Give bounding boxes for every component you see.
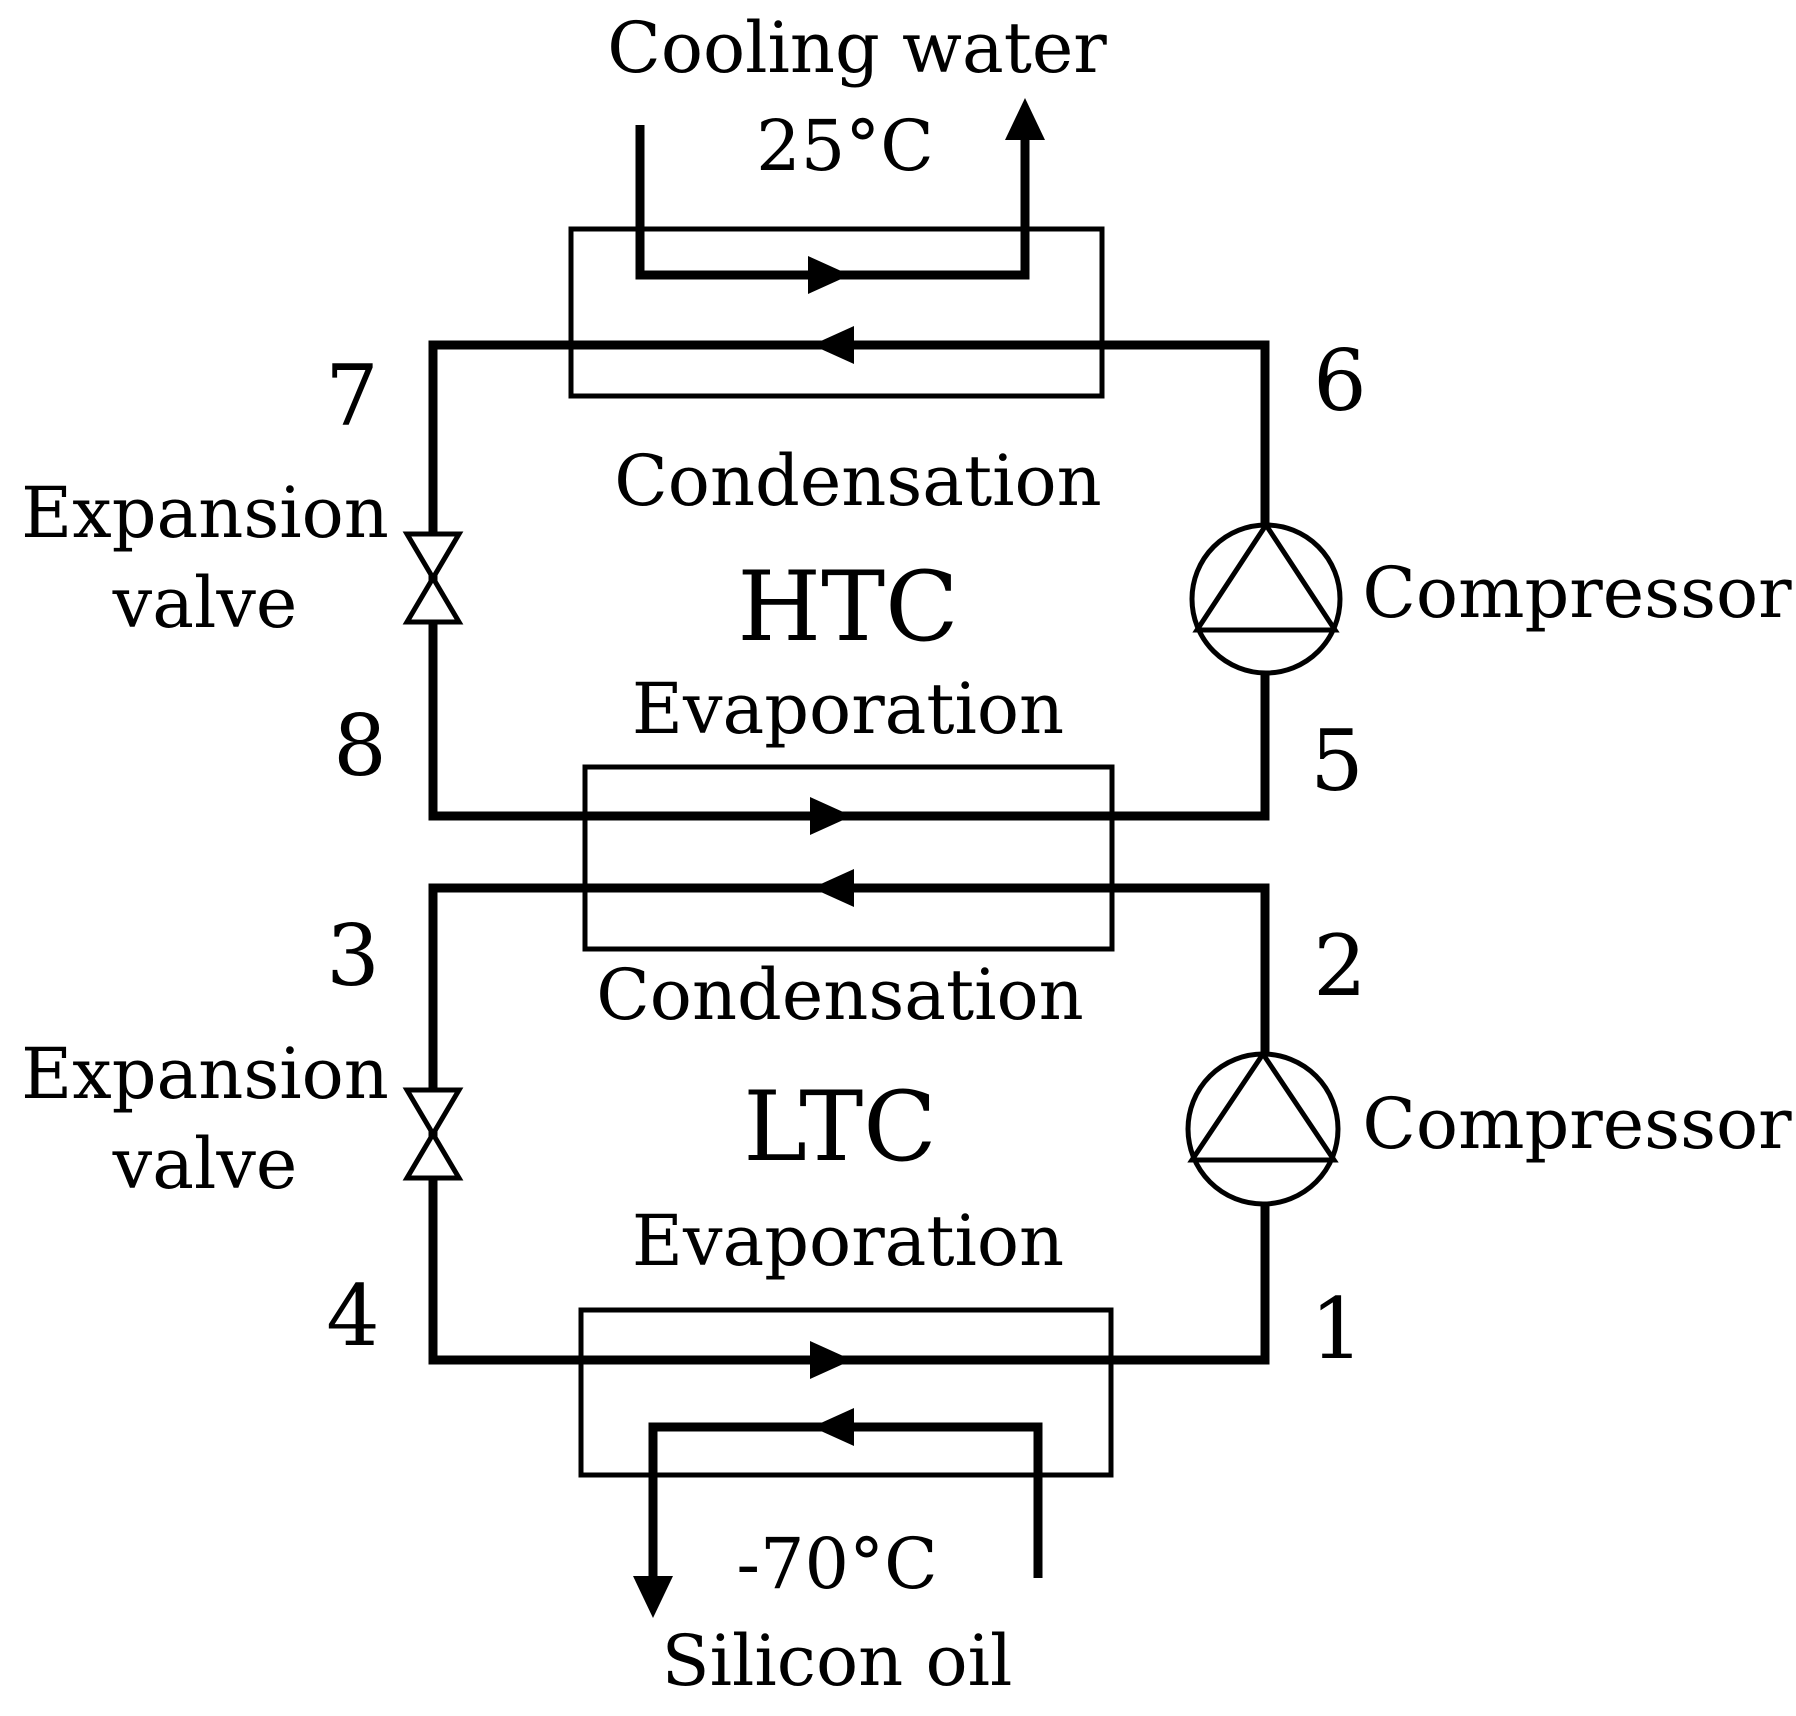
state-point-2: 2	[1313, 917, 1366, 1015]
ltc-evaporation-label: Evaporation	[632, 1200, 1064, 1282]
htc-valve-label-line2: valve	[112, 562, 298, 644]
ltc-condensation-label: Condensation	[596, 954, 1084, 1036]
silicon-oil-flow-arrow	[812, 1408, 854, 1446]
state-point-8: 8	[333, 697, 386, 795]
ltc-compressor-icon	[1185, 1049, 1341, 1207]
state-point-1: 1	[1310, 1280, 1363, 1378]
ltc-condenser-flow-arrow	[812, 869, 854, 907]
htc-valve-label-line1: Expansion	[21, 472, 389, 554]
ltc-evaporator-flow-arrow	[810, 1341, 852, 1379]
ltc-expansion-valve	[402, 1087, 464, 1181]
htc-cycle-label: HTC	[737, 551, 958, 663]
cascade-heat-exchanger	[582, 764, 1115, 952]
cooling-water-outlet-arrow	[1005, 98, 1045, 140]
state-point-7: 7	[325, 347, 378, 445]
state-point-4: 4	[326, 1267, 379, 1365]
htc-expansion-valve	[402, 531, 464, 625]
ltc-compressor-label: Compressor	[1362, 1083, 1792, 1165]
ltc-valve-label-line2: valve	[112, 1123, 298, 1205]
ltc-valve-label-line1: Expansion	[21, 1033, 389, 1115]
silicon-oil-temperature: -70°C	[736, 1523, 937, 1605]
ltc-evaporator	[578, 1307, 1114, 1478]
htc-condensation-label: Condensation	[614, 440, 1102, 522]
htc-condenser	[568, 226, 1105, 399]
cooling-water-flow-arrow	[808, 256, 850, 294]
htc-evaporator-flow-arrow	[810, 797, 852, 835]
htc-compressor-label: Compressor	[1362, 552, 1792, 634]
state-point-6: 6	[1313, 332, 1366, 430]
ltc-cycle-label: LTC	[743, 1071, 936, 1183]
silicon-oil-label: Silicon oil	[662, 1620, 1013, 1702]
htc-evaporation-label: Evaporation	[632, 668, 1064, 750]
htc-compressor-icon	[1189, 520, 1343, 676]
cooling-water-temperature: 25°C	[756, 105, 934, 187]
silicon-oil-outlet-arrow	[633, 1576, 673, 1618]
state-point-5: 5	[1310, 712, 1363, 810]
cooling-water-label: Cooling water	[607, 7, 1107, 89]
htc-condenser-flow-arrow	[812, 326, 854, 364]
state-point-3: 3	[326, 907, 379, 1005]
